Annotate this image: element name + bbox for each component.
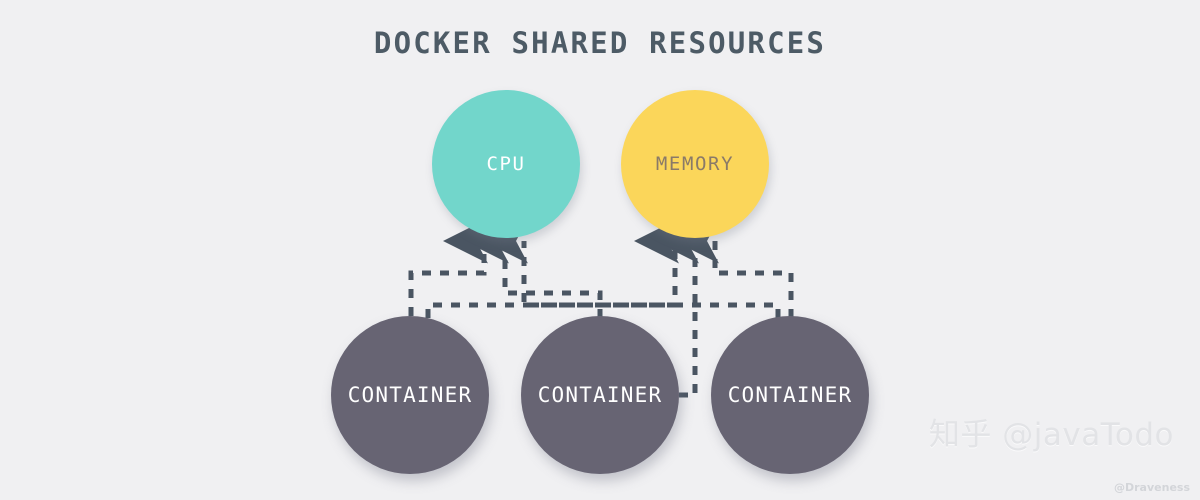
connector-c1-to-memory	[425, 218, 680, 318]
resource-node-memory-label: MEMORY	[655, 153, 735, 175]
container-node-1-label: CONTAINER	[347, 383, 473, 407]
container-node-3-label: CONTAINER	[727, 383, 853, 407]
connector-c3-to-cpu	[483, 218, 781, 318]
container-node-1[interactable]: CONTAINER	[331, 316, 489, 474]
page-title: DOCKER SHARED RESOURCES	[373, 26, 827, 60]
resource-node-cpu-label: CPU	[486, 153, 526, 175]
connector-c2-to-cpu	[464, 218, 603, 318]
watermark: 知乎 @javaTodo	[928, 417, 1174, 453]
container-node-3[interactable]: CONTAINER	[711, 316, 869, 474]
container-node-2-label: CONTAINER	[537, 383, 663, 407]
resource-node-cpu[interactable]: CPU	[432, 90, 580, 238]
credit-label: @Draveness	[1114, 481, 1190, 494]
connector-c3-to-memory	[674, 218, 794, 318]
resource-node-memory[interactable]: MEMORY	[621, 90, 769, 238]
connector-c2-to-memory	[654, 218, 700, 398]
connector-edges	[408, 218, 794, 398]
container-node-2[interactable]: CONTAINER	[521, 316, 679, 474]
